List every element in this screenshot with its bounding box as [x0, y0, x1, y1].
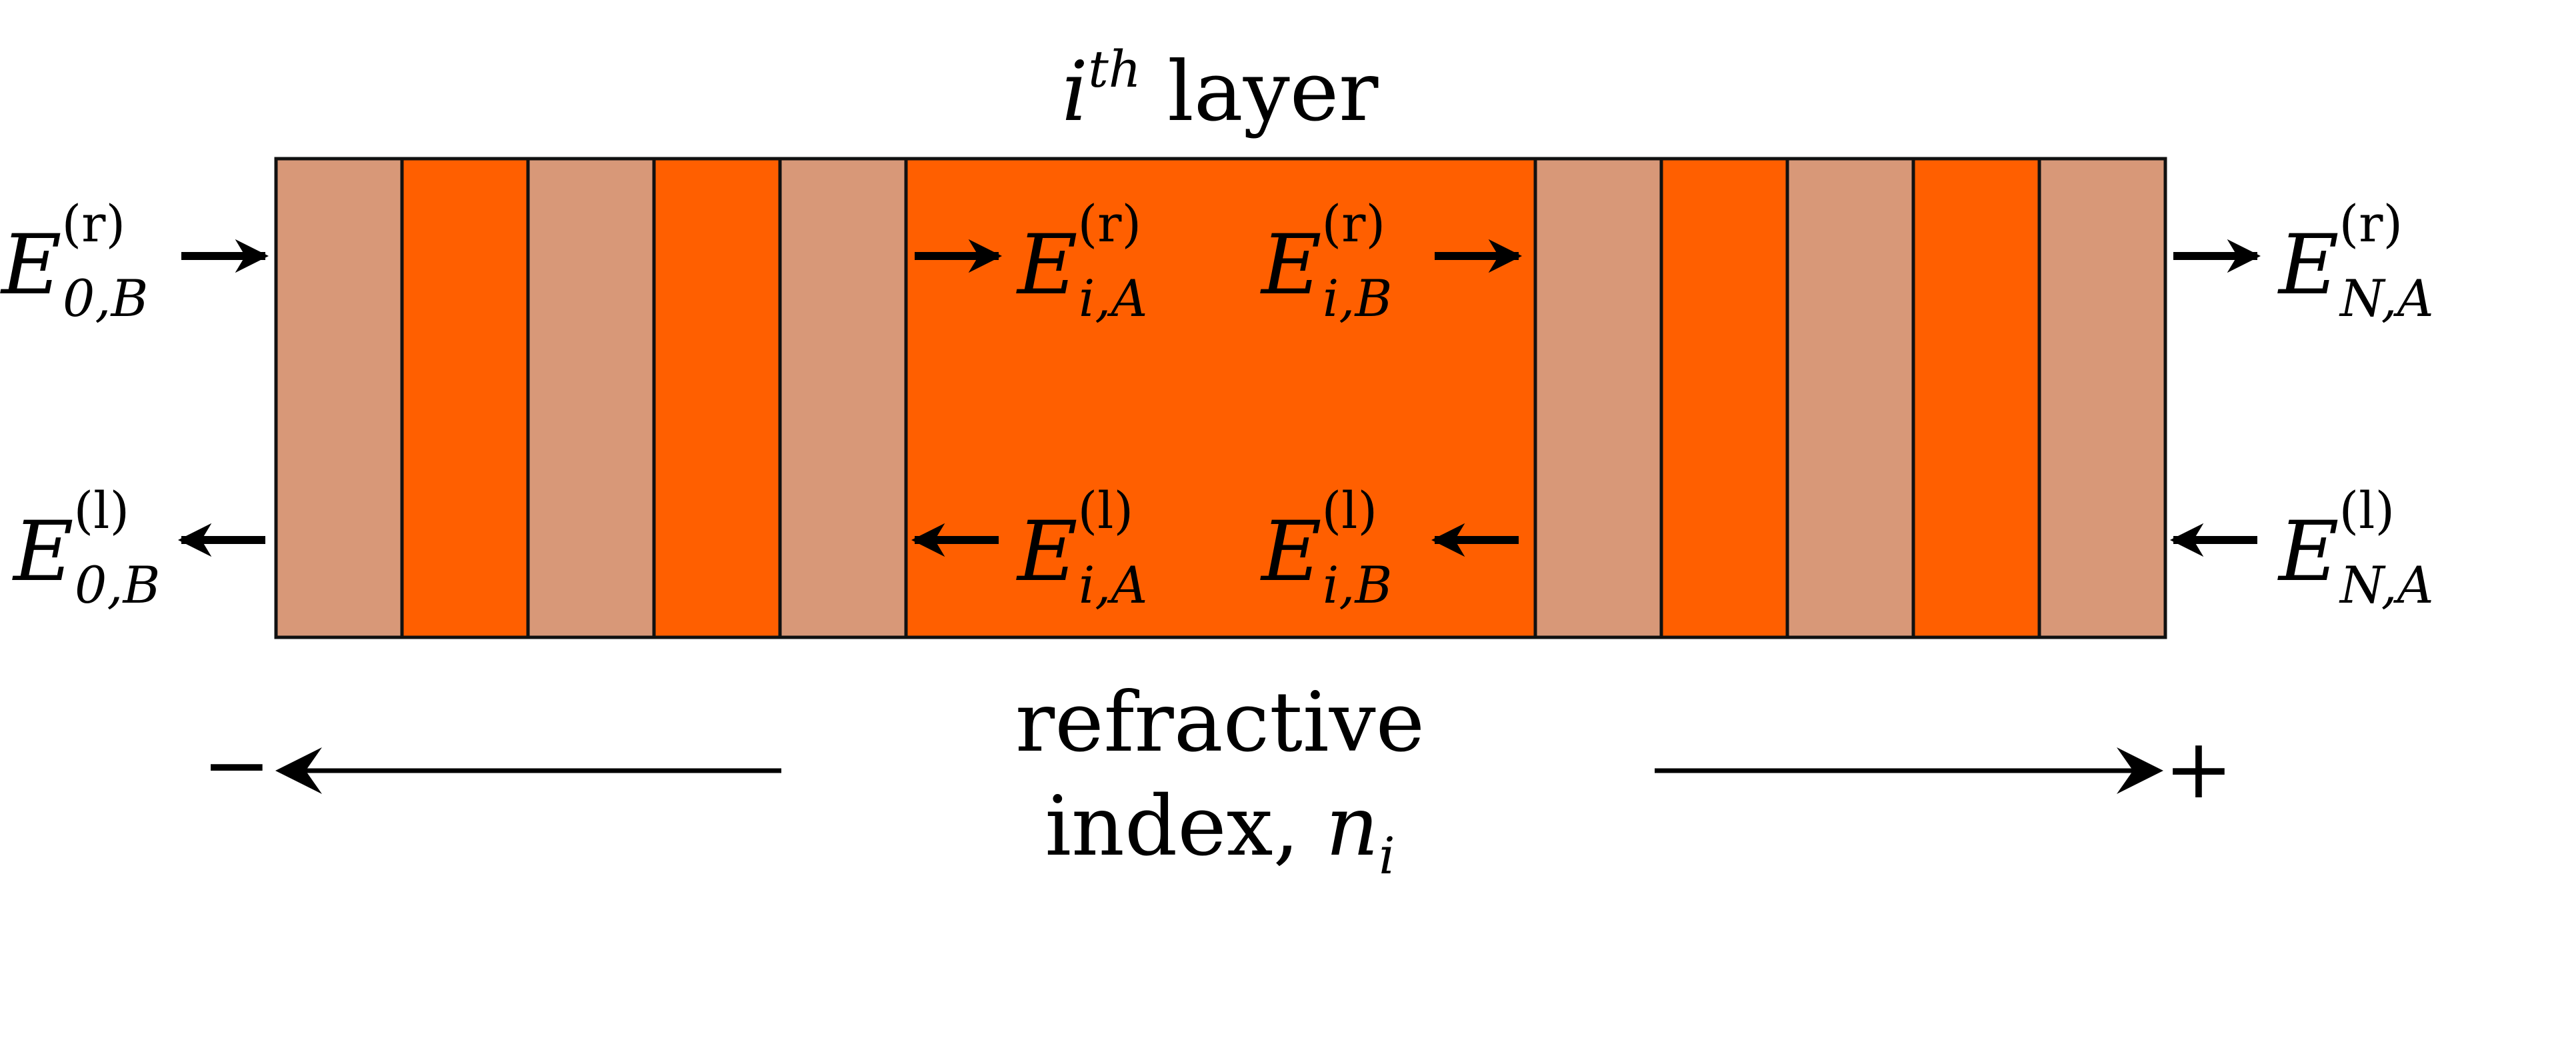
field-ena-left: E(l)N,A: [2169, 481, 2434, 615]
layer-light: [526, 157, 656, 639]
field-eia-left: E(l)i,A: [911, 481, 1147, 615]
svg-text:E(l)i,B: E(l)i,B: [1260, 481, 1392, 615]
layer-light: [1785, 157, 1915, 639]
field-eia-right: E(r)i,A: [915, 194, 1147, 328]
svg-text:E(r)i,A: E(r)i,A: [1016, 194, 1147, 328]
axis-plus-sign: +: [2164, 721, 2233, 817]
layer-light: [274, 157, 404, 639]
field-e0b-right: E(r)0,B: [0, 194, 269, 328]
svg-text:E(r)N,A: E(r)N,A: [2277, 194, 2434, 328]
layer-stack: [274, 157, 2167, 639]
layer-title: ith layer: [1062, 39, 1379, 140]
field-eib-right: E(r)i,B: [1260, 194, 1523, 328]
svg-text:E(r)0,B: E(r)0,B: [0, 194, 148, 328]
svg-text:E(l)0,B: E(l)0,B: [12, 481, 160, 615]
layer-dark: [400, 157, 530, 639]
axis-label-line1: refractive: [1015, 675, 1425, 771]
layer-dark: [1659, 157, 1789, 639]
svg-text:E(l)N,A: E(l)N,A: [2277, 481, 2434, 615]
ith-layer: [904, 157, 1537, 639]
field-e0b-left: E(l)0,B: [12, 481, 265, 615]
svg-text:E(l)i,A: E(l)i,A: [1016, 481, 1147, 615]
layer-light: [2037, 157, 2167, 639]
axis-label-line2: index, ni: [1045, 779, 1395, 885]
layer-dark: [652, 157, 782, 639]
field-eib-left: E(l)i,B: [1260, 481, 1519, 615]
refractive-index-axis: − + refractive index, ni: [202, 675, 2233, 885]
field-ena-right: E(r)N,A: [2173, 194, 2434, 328]
svg-text:E(r)i,B: E(r)i,B: [1260, 194, 1392, 328]
layer-dark: [1911, 157, 2041, 639]
axis-minus-sign: −: [202, 717, 271, 813]
layer-light: [778, 157, 908, 639]
layer-light: [1533, 157, 1663, 639]
